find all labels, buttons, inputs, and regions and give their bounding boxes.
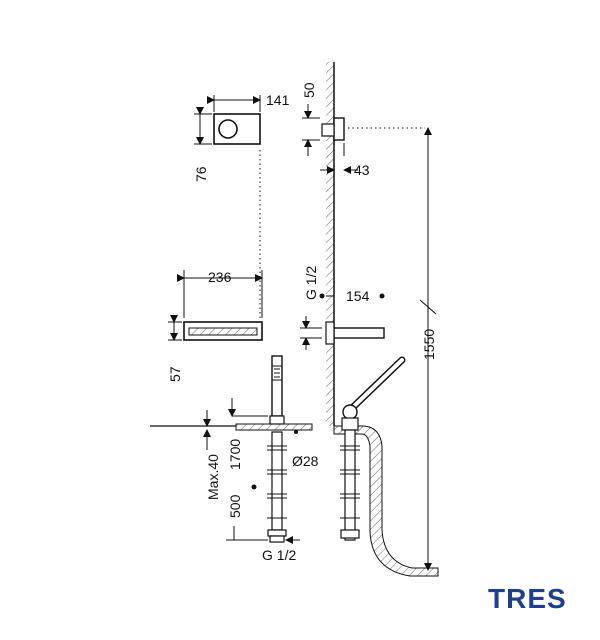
dim-wall-plate-height: 50 [301, 82, 317, 98]
brand-logo: TRES [488, 583, 567, 614]
dim-control-height: 76 [193, 166, 209, 182]
dim-control-width: 141 [266, 92, 290, 108]
brand-logo-text: TRES [488, 583, 567, 614]
spout-unit [168, 270, 263, 341]
dim-deck-max: Max.40 [205, 454, 221, 500]
wall [326, 62, 335, 426]
hand-shower [251, 355, 298, 543]
dim-spout-width: 236 [208, 269, 232, 285]
wall-plate [302, 104, 425, 174]
dim-thread-bottom: G 1/2 [262, 547, 296, 563]
diverter-handle [340, 356, 406, 541]
dim-pipe-diameter: Ø28 [292, 453, 319, 469]
overall-height-line [419, 127, 437, 571]
deck-dimension-lines [203, 398, 300, 544]
dim-total-height: 1550 [421, 329, 437, 360]
wall-spout [300, 293, 385, 350]
dim-spout-height: 57 [167, 366, 183, 382]
control-unit [194, 95, 261, 145]
dim-pipe-length: 500 [227, 494, 243, 518]
dim-hose-length: 1700 [227, 439, 243, 470]
dim-spout-projection: 154 [346, 288, 370, 304]
dim-wall-plate-depth: 43 [354, 162, 370, 178]
dim-thread-mid: G 1/2 [303, 266, 319, 300]
